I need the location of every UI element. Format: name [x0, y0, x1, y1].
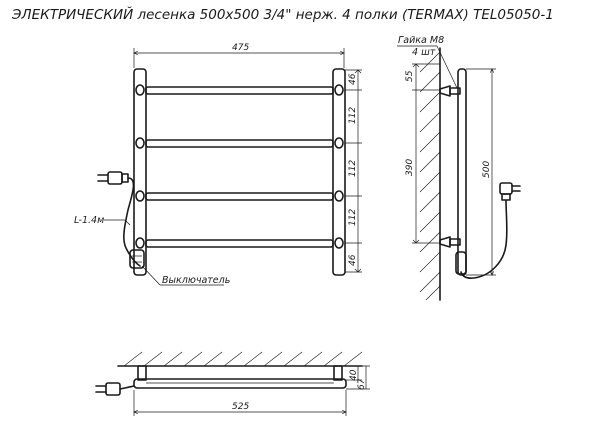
- wall-hatching: [419, 51, 441, 301]
- dim-depth-top: 40 67: [342, 365, 370, 390]
- top-plug-icon: [95, 382, 135, 396]
- dim-label-40: 40: [349, 369, 359, 381]
- rung-2: [135, 137, 344, 149]
- front-view: 475: [74, 43, 362, 286]
- switch-callout: Выключатель: [141, 265, 230, 286]
- dim-label-112-3: 112: [348, 209, 358, 226]
- side-plug-icon: [499, 182, 521, 201]
- top-wall-hatching: [123, 351, 363, 367]
- dim-height-side: 500: [466, 69, 496, 275]
- rung-3: [135, 190, 344, 202]
- plug-icon: [97, 171, 129, 185]
- cable-length-callout: L-1.4м: [74, 215, 131, 226]
- side-view: Гайка М8 4 шт 55 390 500: [397, 35, 521, 301]
- drawing-title: ЭЛЕКТРИЧЕСКИЙ лесенка 500х500 3/4" нерж.…: [11, 5, 554, 23]
- dim-width-top: 525: [134, 390, 346, 416]
- dim-chain-front: 46 112 112 112 46: [345, 69, 362, 273]
- dim-label-475: 475: [232, 43, 249, 53]
- switch-label: Выключатель: [162, 275, 230, 286]
- cable-length-label: L-1.4м: [74, 215, 104, 226]
- dim-label-46-top: 46: [348, 73, 358, 85]
- top-mount: [439, 85, 461, 97]
- dim-label-390: 390: [405, 159, 415, 176]
- rung-4: [135, 237, 344, 249]
- dim-chain-side: 55 390: [405, 63, 440, 244]
- top-bracket-left: [137, 365, 147, 381]
- top-bracket-right: [333, 365, 343, 381]
- dim-label-46-bottom: 46: [348, 254, 358, 266]
- top-rung: [133, 378, 347, 389]
- dim-label-525: 525: [232, 402, 249, 412]
- dim-label-67: 67: [357, 378, 367, 390]
- side-power-cable: [460, 199, 508, 279]
- power-cable: [123, 177, 141, 267]
- switch-block: [129, 249, 145, 269]
- right-rail: [332, 68, 346, 276]
- rung-1: [135, 84, 344, 96]
- dim-label-55: 55: [405, 70, 415, 82]
- dim-label-112-1: 112: [348, 107, 358, 124]
- dim-width-front: 475: [134, 43, 344, 68]
- nut-count: 4 шт: [412, 47, 436, 58]
- dim-label-500: 500: [482, 161, 492, 178]
- nut-callout: Гайка М8 4 шт: [397, 35, 458, 89]
- top-view: 40 67 525: [95, 351, 370, 416]
- dim-label-112-2: 112: [348, 160, 358, 177]
- left-rail: [133, 68, 147, 276]
- bottom-mount: [439, 236, 461, 248]
- nut-label: Гайка М8: [398, 35, 444, 46]
